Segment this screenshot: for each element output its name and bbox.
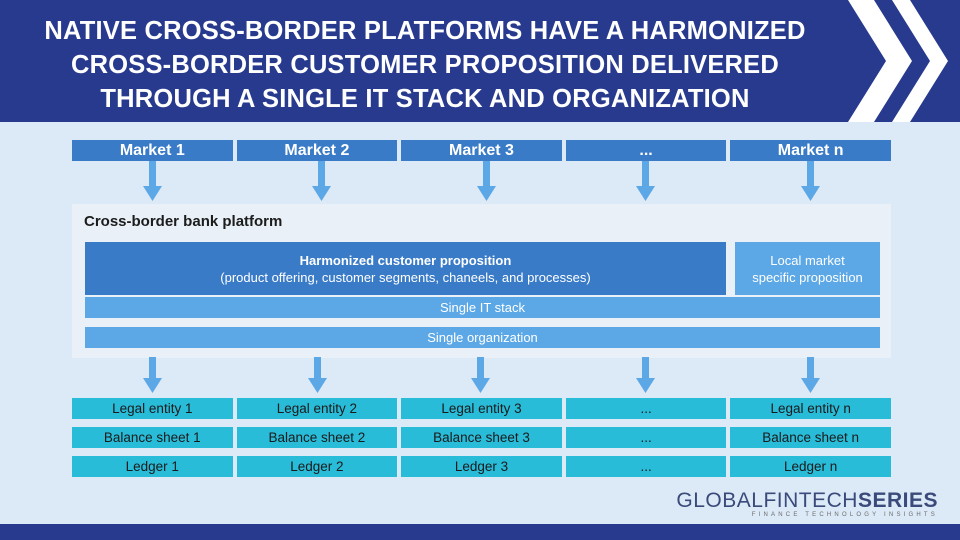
balance-sheet-box: Balance sheet 2 bbox=[236, 427, 398, 448]
entity-arrows bbox=[72, 357, 891, 397]
down-arrow-icon bbox=[143, 357, 162, 393]
logo-part-1: GLOBALFINTECH bbox=[676, 489, 858, 512]
platform-title: Cross-border bank platform bbox=[84, 213, 283, 230]
local-proposition-box: Local market specific proposition bbox=[735, 242, 880, 295]
ledger-box: Ledger 3 bbox=[401, 456, 562, 477]
chevron-decoration-icon bbox=[848, 0, 948, 122]
logo-wordmark: GLOBALFINTECHSERIES bbox=[676, 489, 938, 513]
down-arrow-icon bbox=[636, 161, 655, 201]
title-line-1: NATIVE CROSS-BORDER PLATFORMS HAVE A HAR… bbox=[44, 17, 806, 45]
logo-part-2: SERIES bbox=[857, 489, 938, 512]
legal-entity-box: Legal entity 3 bbox=[401, 398, 562, 419]
single-it-stack-bar: Single IT stack bbox=[85, 297, 880, 318]
title-line-2: CROSS-BORDER CUSTOMER PROPOSITION DELIVE… bbox=[70, 51, 780, 79]
legal-entity-box: ... bbox=[565, 398, 727, 419]
footer-bar bbox=[0, 524, 960, 540]
market-box: Market 1 bbox=[72, 140, 233, 161]
legal-entity-box: Legal entity 2 bbox=[236, 398, 398, 419]
market-box: Market n bbox=[730, 140, 891, 161]
ledger-box: Ledger 1 bbox=[72, 456, 233, 477]
ledger-box: Ledger n bbox=[730, 456, 891, 477]
market-box: Market 2 bbox=[236, 140, 398, 161]
logo-tagline: FINANCE TECHNOLOGY INSIGHTS bbox=[751, 512, 938, 518]
legal-entity-row: Legal entity 1 Legal entity 2 Legal enti… bbox=[72, 398, 891, 419]
ledger-row: Ledger 1 Ledger 2 Ledger 3 ... Ledger n bbox=[72, 456, 891, 477]
legal-entity-box: Legal entity 1 bbox=[72, 398, 233, 419]
market-box: Market 3 bbox=[401, 140, 562, 161]
harmonized-title: Harmonized customer proposition bbox=[299, 252, 512, 268]
down-arrow-icon bbox=[143, 161, 162, 201]
ledger-box: Ledger 2 bbox=[236, 456, 398, 477]
balance-sheet-box: Balance sheet n bbox=[730, 427, 891, 448]
balance-sheet-box: ... bbox=[565, 427, 727, 448]
down-arrow-icon bbox=[636, 357, 655, 393]
local-line-2: specific proposition bbox=[752, 269, 863, 285]
title-line-3: THROUGH A SINGLE IT STACK AND ORGANIZATI… bbox=[100, 85, 750, 113]
local-line-1: Local market bbox=[770, 252, 845, 268]
harmonized-proposition-box: Harmonized customer proposition (product… bbox=[85, 242, 726, 295]
down-arrow-icon bbox=[308, 357, 327, 393]
harmonized-detail: (product offering, customer segments, ch… bbox=[220, 269, 591, 285]
down-arrow-icon bbox=[801, 161, 820, 201]
down-arrow-icon bbox=[471, 357, 490, 393]
down-arrow-icon bbox=[312, 161, 331, 201]
market-row: Market 1 Market 2 Market 3 ... Market n bbox=[72, 140, 891, 161]
page-title: NATIVE CROSS-BORDER PLATFORMS HAVE A HAR… bbox=[30, 14, 820, 116]
legal-entity-box: Legal entity n bbox=[730, 398, 891, 419]
header-banner: NATIVE CROSS-BORDER PLATFORMS HAVE A HAR… bbox=[0, 0, 960, 122]
cross-border-platform: Cross-border bank platform Harmonized cu… bbox=[72, 204, 891, 358]
market-box: ... bbox=[565, 140, 727, 161]
ledger-box: ... bbox=[565, 456, 727, 477]
single-organization-bar: Single organization bbox=[85, 327, 880, 348]
balance-sheet-box: Balance sheet 3 bbox=[401, 427, 562, 448]
market-arrows bbox=[72, 161, 891, 201]
balance-sheet-box: Balance sheet 1 bbox=[72, 427, 233, 448]
brand-logo: GLOBALFINTECHSERIES FINANCE TECHNOLOGY I… bbox=[676, 489, 938, 518]
down-arrow-icon bbox=[477, 161, 496, 201]
balance-sheet-row: Balance sheet 1 Balance sheet 2 Balance … bbox=[72, 427, 891, 448]
down-arrow-icon bbox=[801, 357, 820, 393]
